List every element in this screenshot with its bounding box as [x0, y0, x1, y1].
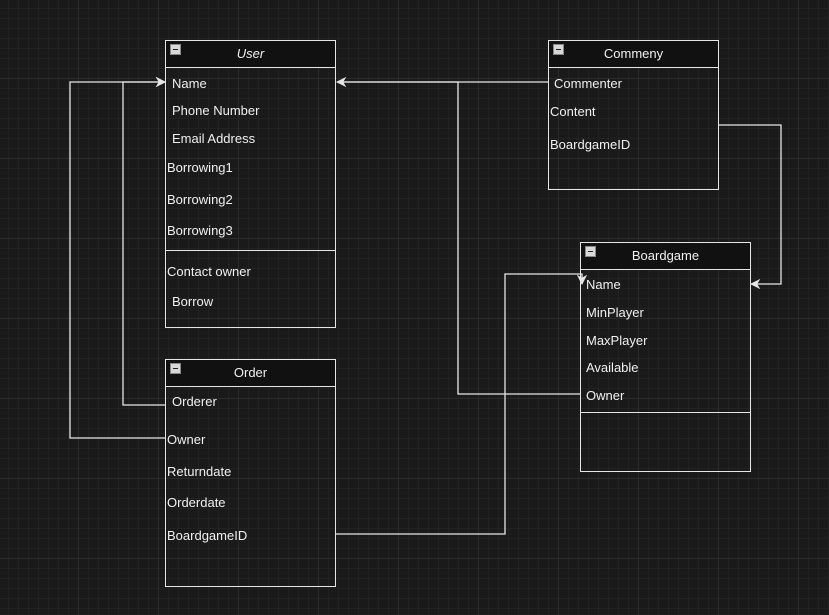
- user-field-borrowing1[interactable]: Borrowing1: [167, 160, 233, 175]
- commeny-entity-header[interactable]: Commeny: [549, 41, 718, 68]
- boardgame-entity[interactable]: Boardgame Name MinPlayer MaxPlayer Avail…: [580, 242, 751, 472]
- edge-commeny-boardgameid-to-boardgame-name: [718, 124, 782, 290]
- order-field-owner[interactable]: Owner: [167, 432, 206, 447]
- edge-order-orderer-to-user-name: [122, 76, 167, 406]
- boardgame-field-available[interactable]: Available: [586, 360, 639, 375]
- user-divider: [166, 250, 335, 251]
- order-entity-header[interactable]: Order: [166, 360, 335, 387]
- commeny-entity[interactable]: Commeny Commenter Content BoardgameID: [548, 40, 719, 190]
- collapse-icon[interactable]: [170, 363, 181, 374]
- user-entity-header[interactable]: User: [166, 41, 335, 68]
- user-field-email-address[interactable]: Email Address: [172, 131, 256, 146]
- collapse-icon[interactable]: [170, 44, 181, 55]
- boardgame-field-minplayer[interactable]: MinPlayer: [586, 305, 644, 320]
- commeny-field-commenter[interactable]: Commenter: [554, 76, 622, 91]
- commeny-field-content[interactable]: Content: [550, 104, 596, 119]
- edge-boardgame-owner-to-user-name: [337, 81, 580, 395]
- edge-order-owner-to-user-name: [69, 76, 167, 439]
- user-field-name[interactable]: Name: [172, 76, 207, 91]
- order-field-returndate[interactable]: Returndate: [167, 464, 232, 479]
- edge-order-boardgameid-to-boardgame-name: [335, 273, 588, 535]
- boardgame-entity-title: Boardgame: [631, 248, 700, 263]
- user-entity[interactable]: User Name Phone Number Email Address Bor…: [165, 40, 336, 328]
- user-method-contact-owner[interactable]: Contact owner: [167, 264, 251, 279]
- boardgame-entity-header[interactable]: Boardgame: [581, 243, 750, 270]
- user-method-borrow[interactable]: Borrow: [172, 294, 214, 309]
- collapse-icon[interactable]: [553, 44, 564, 55]
- boardgame-field-owner[interactable]: Owner: [586, 388, 625, 403]
- user-field-phone-number[interactable]: Phone Number: [172, 103, 260, 118]
- order-entity-title: Order: [233, 365, 268, 380]
- boardgame-divider: [581, 412, 750, 413]
- user-field-borrowing2[interactable]: Borrowing2: [167, 192, 233, 207]
- order-field-orderdate[interactable]: Orderdate: [167, 495, 226, 510]
- collapse-icon[interactable]: [585, 246, 596, 257]
- order-entity[interactable]: Order Orderer Owner Returndate Orderdate…: [165, 359, 336, 587]
- order-field-orderer[interactable]: Orderer: [172, 394, 217, 409]
- boardgame-field-name[interactable]: Name: [586, 277, 621, 292]
- user-field-borrowing3[interactable]: Borrowing3: [167, 223, 233, 238]
- commeny-field-boardgameid[interactable]: BoardgameID: [550, 137, 631, 152]
- boardgame-field-maxplayer[interactable]: MaxPlayer: [586, 333, 648, 348]
- user-entity-title: User: [236, 46, 265, 61]
- commeny-entity-title: Commeny: [603, 46, 664, 61]
- order-field-boardgameid[interactable]: BoardgameID: [167, 528, 248, 543]
